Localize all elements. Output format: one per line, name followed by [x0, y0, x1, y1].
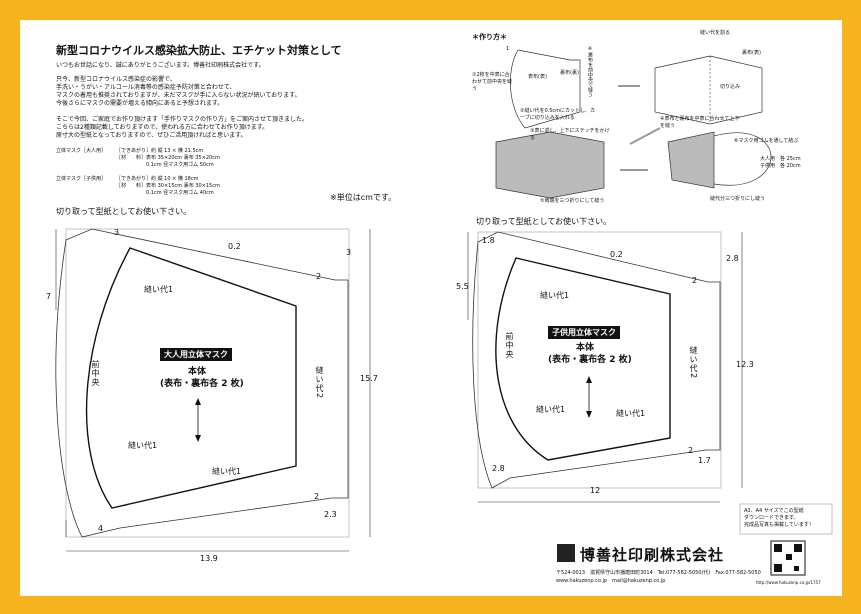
- child-dim-123: 12.3: [736, 360, 754, 369]
- adult-seam-right: 縫い代2: [315, 366, 324, 400]
- child-sewing-line: [495, 257, 671, 461]
- howto-step-1: ①2枚を中表に合わせて前中央を縫う: [472, 72, 513, 92]
- adult-seam-top: 縫い代1: [144, 285, 174, 294]
- adult-dim-157: 15.7: [360, 374, 378, 383]
- adult-seam-bottom: 縫い代1: [212, 467, 242, 476]
- child-dim-17: 1.7: [698, 456, 711, 465]
- adult-seam-left: 縫い代1: [128, 441, 158, 450]
- adult-arrow-head-down: [195, 435, 201, 442]
- unit-note: ※単位はcmです。: [330, 193, 397, 202]
- howto-arrow-2: [629, 127, 661, 145]
- child-body: 本体: [576, 343, 595, 353]
- adult-dim-4: 4: [98, 524, 104, 533]
- child-dim-28: 2.8: [726, 254, 739, 263]
- howto-elastic: [713, 132, 772, 186]
- howto-mitsuori: 縫代分三つ折りにし縫う: [710, 196, 766, 202]
- spec-child: 立体マスク［子供用］［できあがり］約 縦 10 × 横 18cm ［材 料］表布…: [56, 176, 220, 196]
- child-dim-12: 12: [590, 486, 601, 495]
- child-dim-2-top: 2: [692, 276, 698, 285]
- adult-dim-3-right: 3: [346, 248, 352, 257]
- howto-nuishiro: 縫い代を割る: [700, 30, 731, 36]
- child-dim-2-bottom: 2: [688, 446, 694, 455]
- adult-arrow-head-up: [195, 398, 201, 405]
- pattern-sheet: 新型コロナウイルス感染拡大防止、エチケット対策として いつもお世話になり、誠にあ…: [20, 20, 842, 596]
- child-seam-right: 縫い代2: [689, 346, 698, 380]
- adult-sewing-line: [85, 247, 297, 509]
- child-front-center: 前中央: [505, 332, 514, 359]
- intro-para-1: 只今、新型コロナウイルス感染症の影響で、 手洗い・うがい・アルコール消毒等の感染…: [56, 76, 301, 107]
- child-outer-outline: [472, 231, 721, 489]
- child-badge: 子供用立体マスク: [548, 326, 620, 339]
- adult-cut-note: 切り取って型紙としてお使い下さい。: [56, 207, 192, 216]
- qr-note: A3、A4 サイズでこの型紙 ダウンロードできます。 完成品写真も掲載しています…: [744, 508, 814, 528]
- howto-step-2: ②縫い代を0.5cmにカットし、カーブに切り込みを入れる: [520, 108, 596, 121]
- qr-note-box: [739, 503, 833, 535]
- howto-ura: 裏布(裏): [560, 70, 579, 76]
- child-dim-02: 0.2: [610, 250, 623, 259]
- company-name: 博善社印刷株式会社: [580, 546, 725, 564]
- howto-step3-mask: [495, 131, 605, 199]
- child-seam-top: 縫い代1: [540, 291, 570, 300]
- company-logo-mark: [557, 544, 575, 562]
- child-cut-note: 切り取って型紙としてお使い下さい。: [476, 217, 612, 226]
- adult-badge: 大人用立体マスク: [160, 348, 232, 361]
- child-seam-bottom: 縫い代1: [616, 409, 646, 418]
- child-cut-outline: [477, 231, 722, 489]
- qr-url[interactable]: http://www.hakuzenp.co.jp/1757: [756, 580, 821, 585]
- greeting: いつもお世話になり、誠にありがとうございます。博善社印刷株式会社です。: [56, 62, 265, 69]
- intro-para-2: そこで今回、ご家庭でお作り頂けます「手作りマスクの作り方」をご案内させて頂きまし…: [56, 116, 309, 139]
- howto-step2-mask: [654, 55, 763, 125]
- howto-omote: 表布(表): [528, 74, 547, 80]
- adult-dim-3: 3: [114, 228, 120, 237]
- howto-step4-mask: [667, 131, 715, 189]
- adult-dim-23: 2.3: [324, 510, 337, 519]
- pattern-drawings: [55, 49, 833, 576]
- adult-outer-outline: [55, 228, 349, 538]
- howto-title: ＊作り方＊: [472, 33, 507, 41]
- howto-num1: 1: [506, 46, 510, 52]
- adult-dim-139: 13.9: [200, 554, 218, 563]
- howto-step-4: ④表布と裏布を中表に合わせて上下を縫う: [660, 116, 740, 129]
- page-title: 新型コロナウイルス感染拡大防止、エチケット対策として: [56, 44, 342, 57]
- adult-dim-02: 0.2: [228, 242, 241, 251]
- adult-dim-2-bottom: 2: [314, 492, 320, 501]
- company-web[interactable]: www.hakuzenp.co.jp mail@hakuzenp.co.jp: [556, 578, 666, 584]
- adult-cut-outline: [65, 228, 350, 538]
- child-body-sub: (表布・裏布各 2 枚): [548, 355, 632, 365]
- adult-body-sub: (表布・裏布各 2 枚): [160, 379, 244, 389]
- adult-dim-2-top: 2: [316, 272, 322, 281]
- howto-adult-len: 大人用 各 25cm: [760, 156, 801, 162]
- howto-ura-side: 裏布(表): [742, 50, 761, 56]
- child-dim-18: 1.8: [482, 236, 495, 245]
- howto-child-len: 子供用 各 20cm: [760, 163, 801, 169]
- adult-body: 本体: [188, 367, 207, 377]
- adult-front-center: 前中央: [91, 360, 100, 387]
- company-address: 〒524-0013 滋賀県守山市播磨田町3014 Tel.077-582-505…: [556, 570, 761, 576]
- adult-dim-7: 7: [46, 292, 52, 301]
- child-arrow-head-down: [586, 411, 592, 418]
- child-dim-55: 5.5: [456, 282, 469, 291]
- howto-wrong-note: ※裏布を前中央で縫う: [587, 46, 593, 97]
- child-arrow-head-up: [586, 376, 592, 383]
- child-seam-left: 縫い代1: [536, 405, 566, 414]
- child-dim-28b: 2.8: [492, 464, 505, 473]
- howto-step1-piece: [510, 49, 581, 129]
- howto-step-6: ⑥マスク用ゴムを通して結ぶ: [734, 138, 799, 144]
- howto-step-3: ③表に返し、上下にステッチをかける: [530, 128, 610, 141]
- howto-cut: 切り込み: [720, 84, 741, 90]
- howto-step-5: ⑤両端を三つ折りにして縫う: [540, 198, 605, 204]
- spec-adult: 立体マスク［大人用］［できあがり］約 縦 13 × 横 21.5cm ［材 料］…: [56, 148, 220, 168]
